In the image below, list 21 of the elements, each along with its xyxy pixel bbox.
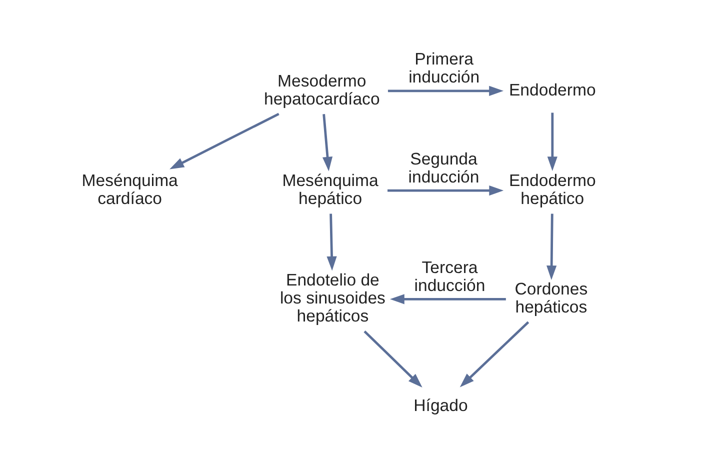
arrow — [363, 330, 422, 388]
arrow — [459, 321, 529, 388]
node-text: Endotelio de los sinusoides hepáticos — [279, 270, 385, 326]
node-text: Endodermo hepático — [508, 170, 596, 208]
arrow — [387, 86, 504, 96]
edge-label: Segunda inducción — [408, 149, 479, 186]
node-text: Hígado — [413, 396, 468, 416]
edge-label: Tercera inducción — [414, 258, 485, 296]
arrow — [387, 185, 504, 196]
arrow — [389, 294, 506, 304]
node-text: Mesénquima cardíaco — [81, 170, 178, 208]
edge-label: Primera inducción — [408, 50, 480, 87]
node-text: Mesénquima hepático — [282, 170, 378, 208]
node-text: Cordones hepáticos — [514, 280, 588, 317]
arrow — [546, 112, 557, 172]
node-text: Mesodermo hepatocardíaco — [264, 71, 380, 108]
arrow — [546, 214, 556, 280]
node-text: Endodermo — [508, 80, 596, 100]
arrow — [322, 114, 332, 172]
arrow — [169, 112, 279, 170]
arrow — [326, 214, 336, 271]
